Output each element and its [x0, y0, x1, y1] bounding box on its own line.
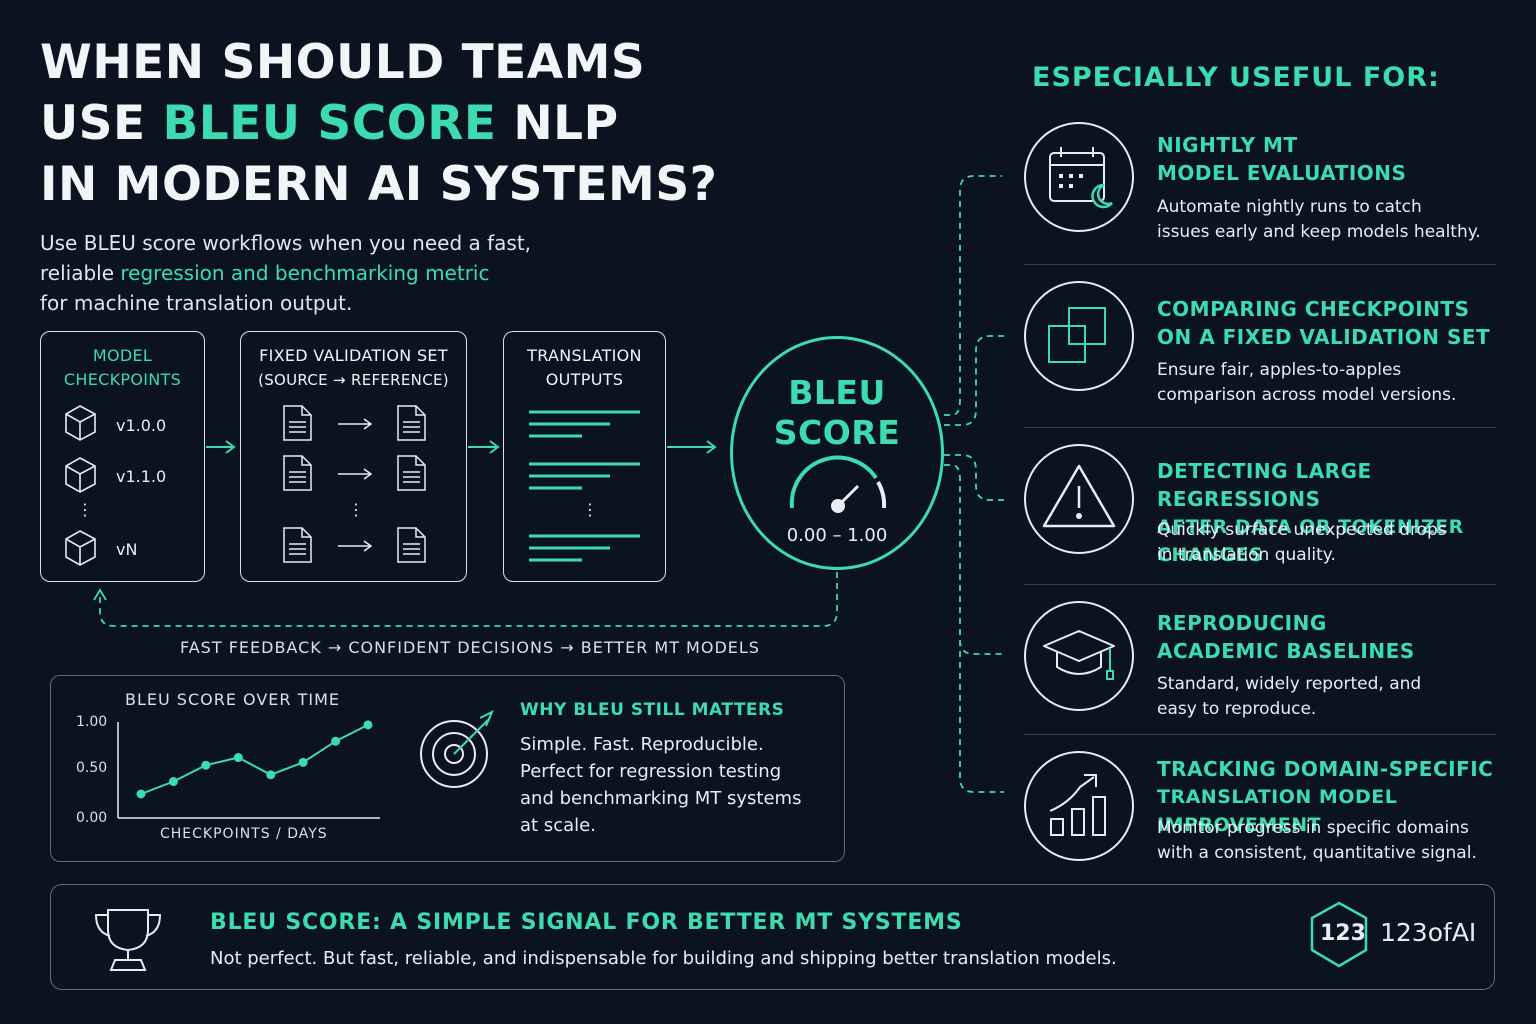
- checkpoints-title: MODEL CHECKPOINTS: [63, 346, 182, 389]
- intro-highlight: regression and benchmarking metric: [120, 261, 490, 285]
- validation-title: FIXED VALIDATION SET (SOURCE → REFERENCE…: [258, 346, 449, 389]
- doc-arrows: [338, 418, 373, 552]
- bleu-word: BLEU: [788, 373, 886, 412]
- chart-x-label: CHECKPOINTS / DAYS: [160, 826, 328, 842]
- intro-line-3: for machine translation output.: [40, 291, 353, 315]
- intro-line-2: reliable regression and benchmarking met…: [40, 258, 660, 288]
- use-title-reproducing: REPRODUCING ACADEMIC BASELINES: [1157, 611, 1415, 663]
- outputs-title: TRANSLATION OUTPUTS: [527, 346, 642, 389]
- data-point: [266, 770, 276, 780]
- brand-hexagon: [1310, 901, 1368, 968]
- intro-line-2-pre: reliable: [40, 261, 121, 285]
- ellipsis: ⋮: [77, 500, 93, 519]
- data-point: [298, 757, 308, 767]
- use-title-detecting: DETECTING LARGE REGRESSIONS AFTER DATA O…: [1157, 459, 1464, 566]
- divider: [1024, 427, 1496, 428]
- model-checkpoints-box: MODEL CHECKPOINTS v1.0.0 v1.1.0 ⋮ vN: [40, 331, 205, 582]
- chart-panel: [50, 675, 845, 862]
- title-highlight: BLEU SCORE: [162, 96, 497, 151]
- footer-panel: [50, 884, 1495, 990]
- data-point: [201, 760, 211, 770]
- title-line-2: USE BLEU SCORE NLP: [40, 93, 720, 154]
- use-title-nightly: NIGHTLY MT MODEL EVALUATIONS: [1157, 133, 1407, 185]
- use-title-tracking: TRACKING DOMAIN-SPECIFIC TRANSLATION MOD…: [1157, 757, 1494, 836]
- use-desc-reproducing: Standard, widely reported, and easy to r…: [1157, 674, 1422, 719]
- footer-text: Not perfect. But fast, reliable, and ind…: [210, 948, 1117, 969]
- validation-set-box: FIXED VALIDATION SET (SOURCE → REFERENCE…: [240, 331, 467, 582]
- useful-heading: ESPECIALLY USEFUL FOR:: [1032, 62, 1440, 93]
- brand-badge-text: 123: [1320, 921, 1366, 946]
- data-point: [363, 720, 373, 730]
- use-title-comparing: COMPARING CHECKPOINTS ON A FIXED VALIDAT…: [1157, 297, 1491, 349]
- title-line-2-pre: USE: [40, 96, 163, 151]
- y-tick-label: 0.50: [76, 760, 108, 776]
- why-title: WHY BLEU STILL MATTERS: [520, 700, 785, 720]
- feedback-loop: [99, 572, 838, 627]
- overlapping-squares-icon: [1024, 281, 1134, 391]
- branch-connectors: [944, 175, 1005, 793]
- ellipsis: ⋮: [348, 500, 364, 519]
- cube-icons: [65, 405, 96, 566]
- chart-title: BLEU SCORE OVER TIME: [125, 690, 341, 709]
- data-point: [136, 789, 146, 799]
- title-line-1: WHEN SHOULD TEAMS: [40, 35, 646, 90]
- intro-line-1: Use BLEU score workflows when you need a…: [40, 231, 532, 255]
- warning-triangle-icon: [1024, 444, 1134, 554]
- use-desc-comparing: Ensure fair, apples-to-apples comparison…: [1157, 360, 1457, 405]
- graduation-cap-icon: [1024, 601, 1134, 711]
- document-icons: [283, 405, 426, 563]
- translation-outputs-box: TRANSLATION OUTPUTS ⋮: [503, 331, 666, 582]
- checkpoint-vn: vN: [116, 540, 138, 559]
- bar-chart-up-icon: [1024, 751, 1134, 861]
- page-title: WHEN SHOULD TEAMS USE BLEU SCORE NLP IN …: [40, 32, 720, 215]
- calendar-moon-icon: [1024, 122, 1134, 232]
- series-line: [140, 723, 369, 795]
- flow-arrows: [206, 440, 717, 454]
- use-desc-detecting: Quickly surface unexpected drops in tran…: [1157, 520, 1447, 565]
- trophy-icon: [94, 909, 162, 971]
- bleu-range: 0.00 – 1.00: [786, 525, 888, 546]
- divider: [1024, 584, 1496, 585]
- title-line-2-post: NLP: [496, 96, 619, 151]
- use-desc-tracking: Monitor progress in specific domains wit…: [1157, 818, 1477, 863]
- y-tick-label: 1.00: [76, 714, 108, 730]
- checkpoint-v1-1-0: v1.1.0: [116, 467, 167, 486]
- data-point: [233, 753, 243, 763]
- data-point: [168, 777, 178, 787]
- divider: [1024, 264, 1496, 265]
- use-desc-nightly: Automate nightly runs to catch issues ea…: [1157, 197, 1481, 242]
- ellipsis: ⋮: [582, 500, 598, 519]
- score-word: SCORE: [773, 413, 901, 452]
- intro-text: Use BLEU score workflows when you need a…: [40, 228, 660, 318]
- brand-name: 123ofAI: [1380, 918, 1477, 947]
- y-tick-label: 0.00: [76, 810, 108, 826]
- feedback-caption: FAST FEEDBACK → CONFIDENT DECISIONS → BE…: [180, 638, 760, 657]
- checkpoint-v1-0-0: v1.0.0: [116, 416, 167, 435]
- bleu-score-circle: BLEU SCORE 0.00 – 1.00: [730, 336, 944, 570]
- data-point: [331, 736, 341, 746]
- footer-title: BLEU SCORE: A SIMPLE SIGNAL FOR BETTER M…: [210, 910, 963, 935]
- output-lines: [529, 410, 640, 562]
- divider: [1024, 734, 1496, 735]
- why-text: Simple. Fast. Reproducible. Perfect for …: [520, 734, 802, 836]
- target-icon: [420, 709, 494, 788]
- title-line-3: IN MODERN AI SYSTEMS?: [40, 157, 718, 212]
